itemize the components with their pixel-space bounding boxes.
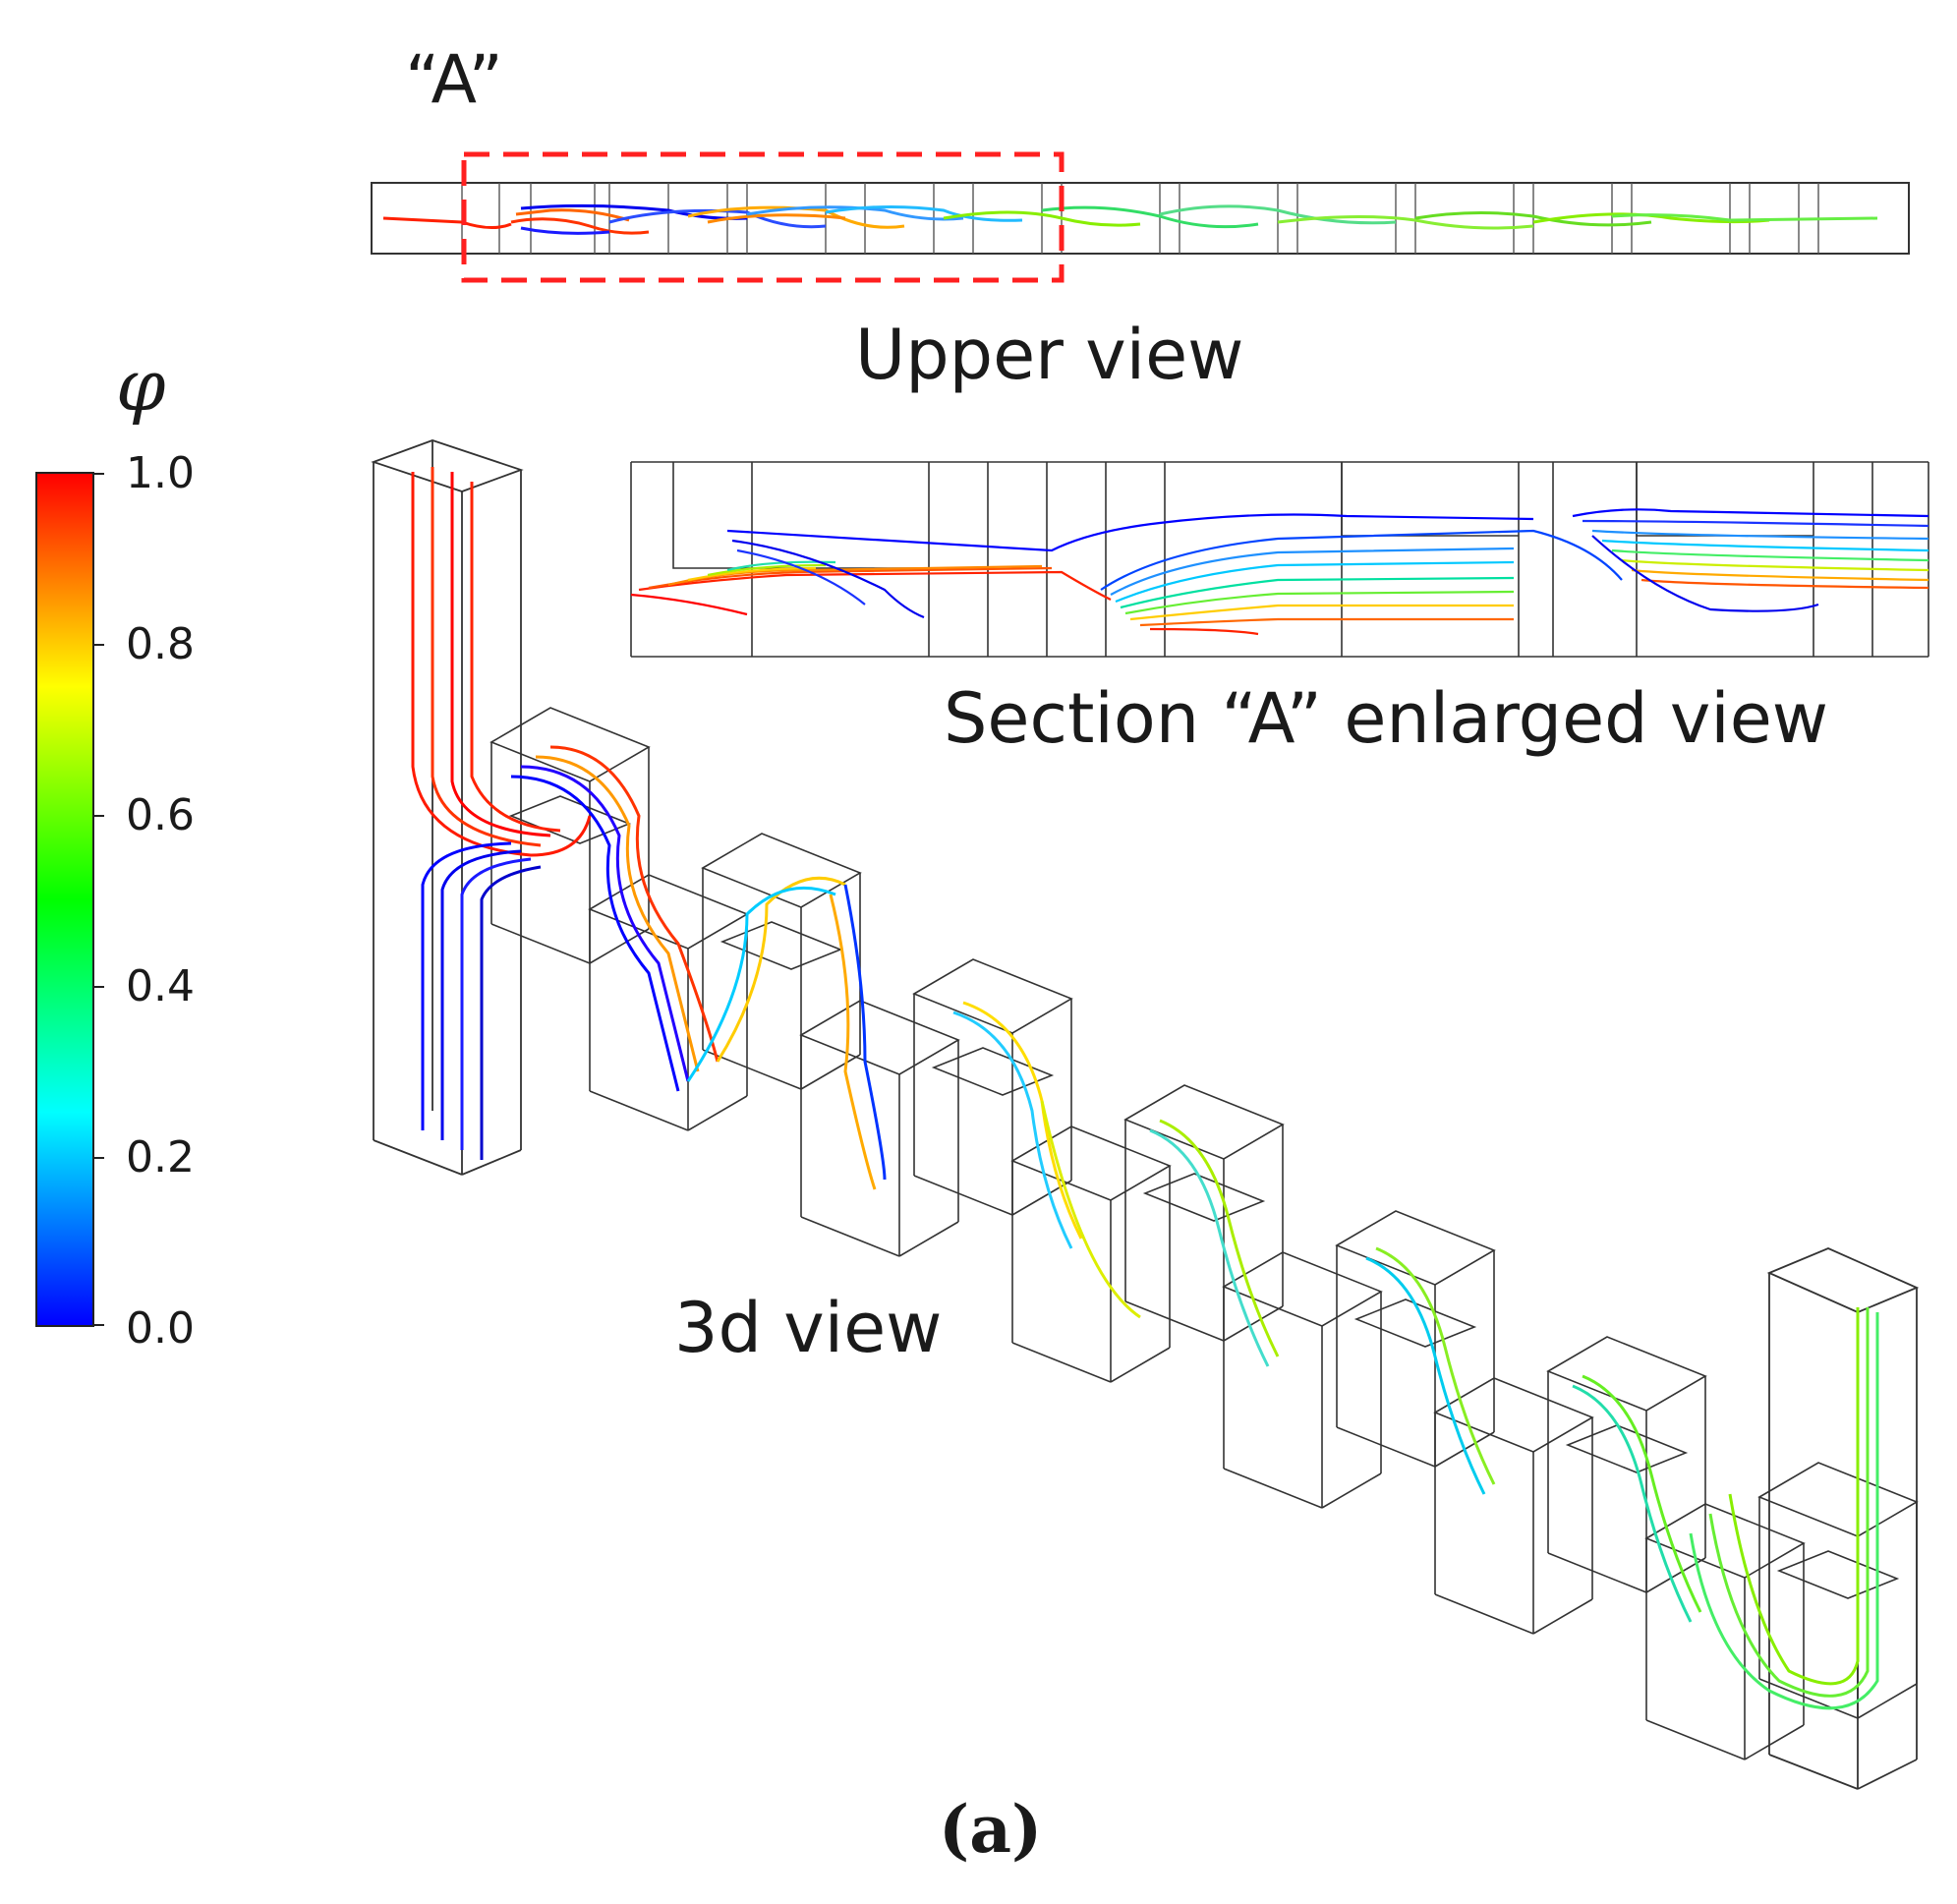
mixer-modules: [489, 707, 1919, 1760]
3d-view-caption: 3d view: [674, 1288, 943, 1368]
upper-view-streamlines: [382, 203, 1878, 235]
3d-view-streamlines: [411, 467, 1879, 1710]
section-view-panel: [630, 461, 1929, 658]
upper-view-panel: [371, 151, 1910, 283]
colorbar-tick: 0.4: [126, 961, 195, 1011]
colorbar-tick: 1.0: [126, 448, 195, 498]
section-marker-box: [461, 151, 1065, 283]
upper-view-frame: [371, 182, 1910, 255]
panel-label: (a): [939, 1791, 1043, 1868]
colorbar-tick: 0.6: [126, 790, 195, 840]
section-view-caption: Section “A” enlarged view: [944, 678, 1829, 759]
colorbar: [35, 472, 94, 1327]
colorbar-tick: 0.0: [126, 1303, 195, 1354]
section-marker-label: “A”: [405, 41, 503, 119]
colorbar-tick: 0.8: [126, 619, 195, 669]
upper-view-dividers: [461, 183, 1819, 254]
colorbar-symbol: φ: [116, 344, 166, 427]
section-view-streamlines: [630, 508, 1929, 636]
upper-view-caption: Upper view: [855, 315, 1244, 395]
3d-view-panel: [371, 439, 1920, 1790]
colorbar-tick-marks: [94, 473, 104, 1326]
colorbar-tick: 0.2: [126, 1132, 195, 1183]
